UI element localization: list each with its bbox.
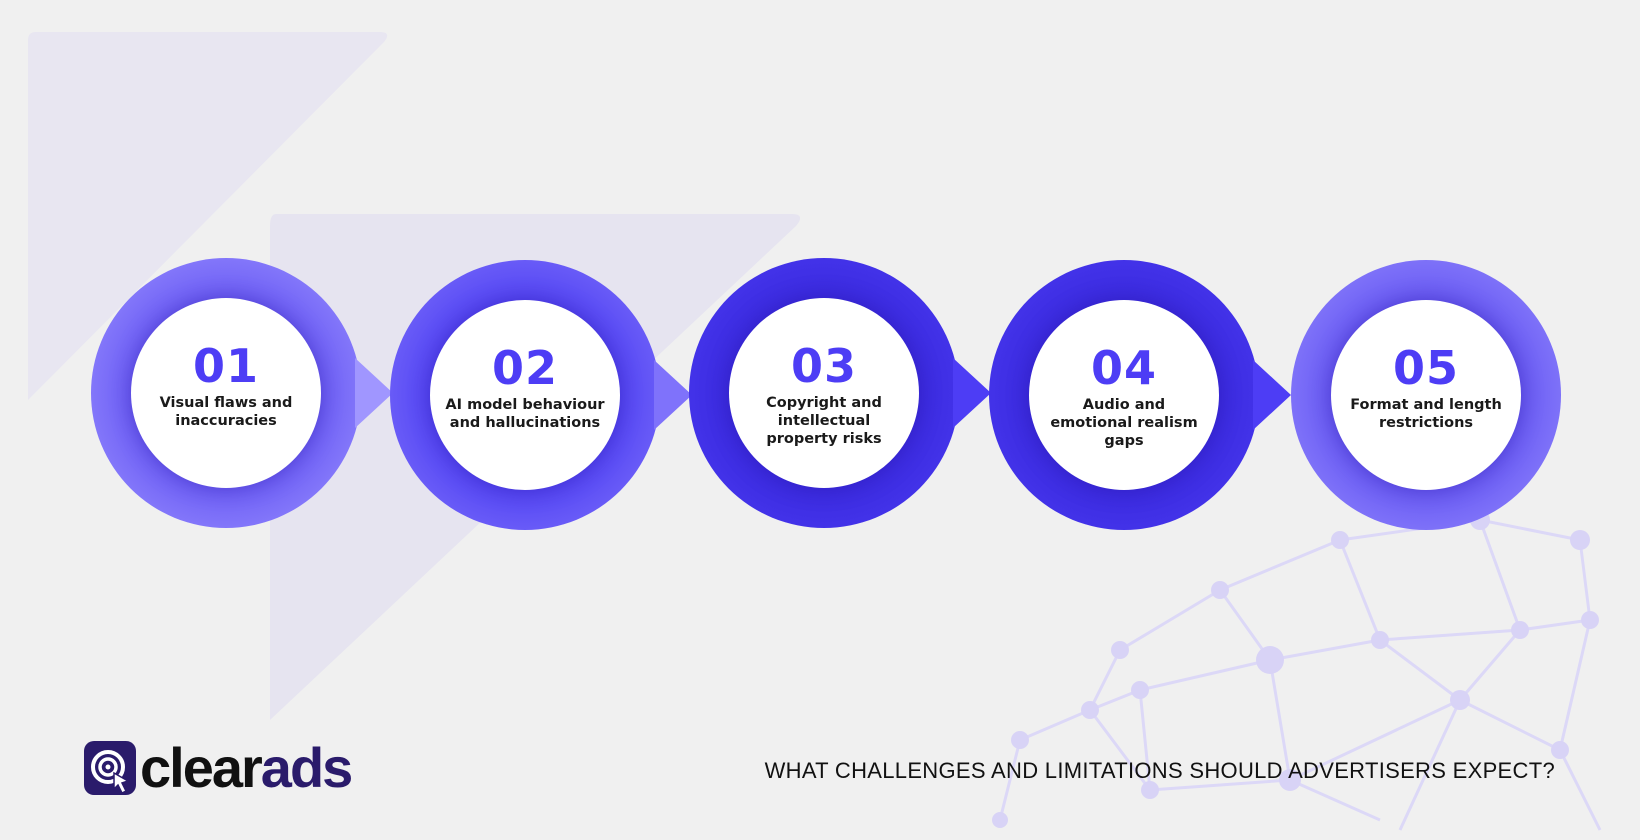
step-label: Format and length restrictions: [1350, 397, 1502, 431]
step-01: 01 Visual flaws and inaccuracies: [91, 258, 393, 528]
clearads-logo: clearads: [84, 740, 353, 796]
page-headline: WHAT CHALLENGES AND LIMITATIONS SHOULD A…: [764, 758, 1555, 783]
step-04: 04 Audio and emotional realism gaps: [989, 260, 1291, 530]
step-number: 02: [491, 341, 558, 395]
target-cursor-icon: [84, 741, 136, 795]
step-number: 05: [1392, 341, 1459, 395]
step-label: Visual flaws and inaccuracies: [159, 395, 293, 429]
step-content: 03 Copyright and intellectual property r…: [729, 298, 919, 488]
logo-text-clear: clear: [140, 736, 263, 799]
step-label: Audio and emotional realism gaps: [1050, 397, 1198, 449]
step-content: 01 Visual flaws and inaccuracies: [131, 298, 321, 488]
step-content: 02 AI model behaviour and hallucinations: [430, 300, 620, 490]
logo-wordmark: clearads: [140, 740, 353, 796]
step-content: 05 Format and length restrictions: [1331, 300, 1521, 490]
step-arrow: [654, 360, 692, 430]
step-content: 04 Audio and emotional realism gaps: [1029, 300, 1219, 490]
logo-text-ads: ads: [260, 736, 353, 799]
step-02: 02 AI model behaviour and hallucinations: [390, 260, 692, 530]
step-arrow: [355, 358, 393, 428]
step-label: AI model behaviour and hallucinations: [445, 397, 605, 431]
step-number: 03: [790, 339, 857, 393]
step-arrow: [1253, 360, 1291, 430]
step-05: 05 Format and length restrictions: [1291, 260, 1561, 530]
step-label: Copyright and intellectual property risk…: [766, 395, 882, 447]
step-03: 03 Copyright and intellectual property r…: [689, 258, 991, 528]
step-number: 04: [1090, 341, 1157, 395]
step-number: 01: [192, 339, 259, 393]
step-arrow: [953, 358, 991, 428]
